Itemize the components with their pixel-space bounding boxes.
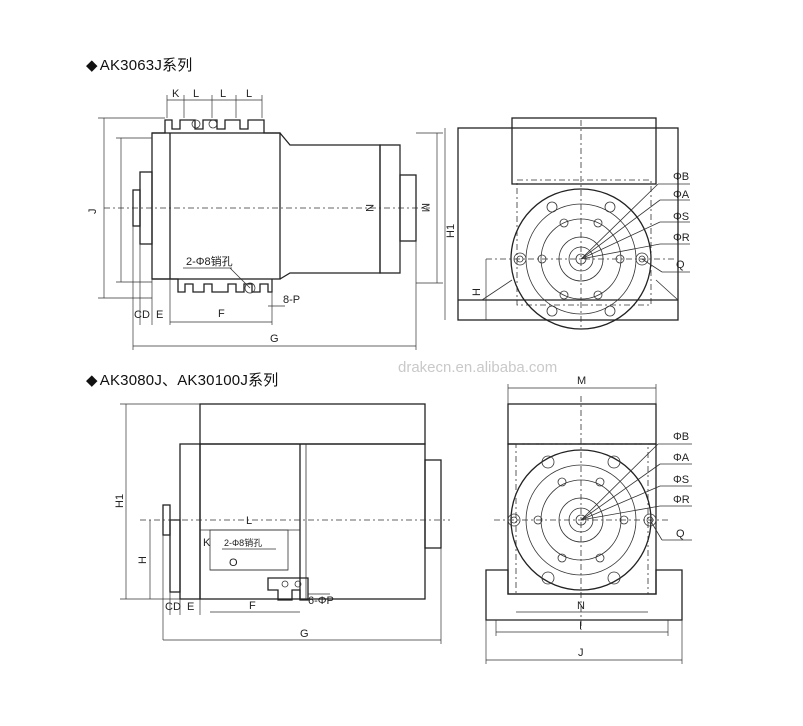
dim-label-l: L (246, 88, 252, 100)
dim-label-k: K (172, 88, 180, 100)
dim-label-n: N (363, 204, 375, 212)
dim-label-g: G (270, 333, 279, 345)
section-heading-ak3063j: ◆AK3063J系列 (86, 54, 192, 75)
section-title: AK3080J、AK30100J系列 (99, 372, 279, 389)
ak3080j-side-view: L K 2-Φ8销孔 O 6-ΦP H1 H C D (114, 403, 450, 644)
dim-label-l: L (220, 88, 226, 100)
ak3080j-front-view: M (485, 375, 692, 664)
dim-label-l: L (246, 515, 252, 527)
hole-label-8p: 8-P (283, 294, 300, 306)
pin-hole-note: 2-Φ8销孔 (224, 537, 262, 548)
dim-label-l: L (193, 88, 199, 100)
section-heading-ak3080j: ◆AK3080J、AK30100J系列 (86, 369, 278, 390)
dim-label-m: M (419, 203, 431, 212)
dim-label-m: M (577, 375, 586, 387)
dim-label-d: D (173, 601, 181, 613)
dim-label-h1: H1 (445, 224, 457, 238)
label-phi-a: ΦA (673, 189, 690, 201)
label-q: Q (676, 528, 685, 540)
label-phi-a: ΦA (673, 452, 690, 464)
dim-label-o: O (229, 557, 238, 569)
dim-label-j: J (578, 647, 584, 659)
dim-label-f: F (249, 600, 256, 612)
diamond-icon: ◆ (86, 372, 98, 389)
dim-label-e: E (156, 309, 163, 321)
watermark: drakecn.en.alibaba.com (398, 359, 557, 376)
dim-label-h1: H1 (114, 494, 126, 508)
dim-label-c: C (165, 601, 173, 613)
label-phi-r: ΦR (673, 232, 690, 244)
dim-label-j: J (87, 209, 99, 215)
dim-label-c: C (134, 309, 142, 321)
dim-label-h: H (137, 556, 149, 564)
ak3063j-front-view: ΦB ΦA ΦS ΦR Q H1 H (444, 117, 690, 330)
label-phi-b: ΦB (673, 431, 689, 443)
dim-label-d: D (142, 309, 150, 321)
dim-label-h: H (471, 288, 483, 296)
dim-label-e: E (187, 601, 194, 613)
pin-hole-note: 2-Φ8销孔 (186, 254, 233, 268)
hole-label-6p: 6-ΦP (308, 595, 334, 607)
diamond-icon: ◆ (86, 57, 98, 74)
label-phi-s: ΦS (673, 474, 689, 486)
dim-label-i: I (579, 620, 582, 632)
ak3063j-side-view: K L L L 2-Φ8销孔 (87, 88, 443, 350)
section-title: AK3063J系列 (99, 57, 193, 74)
dim-label-k: K (203, 537, 211, 549)
dim-label-f: F (218, 308, 225, 320)
dim-label-g: G (300, 628, 309, 640)
dim-label-n: N (577, 600, 585, 612)
label-phi-s: ΦS (673, 211, 689, 223)
label-phi-b: ΦB (673, 171, 689, 183)
label-q: Q (676, 259, 685, 271)
label-phi-r: ΦR (673, 494, 690, 506)
